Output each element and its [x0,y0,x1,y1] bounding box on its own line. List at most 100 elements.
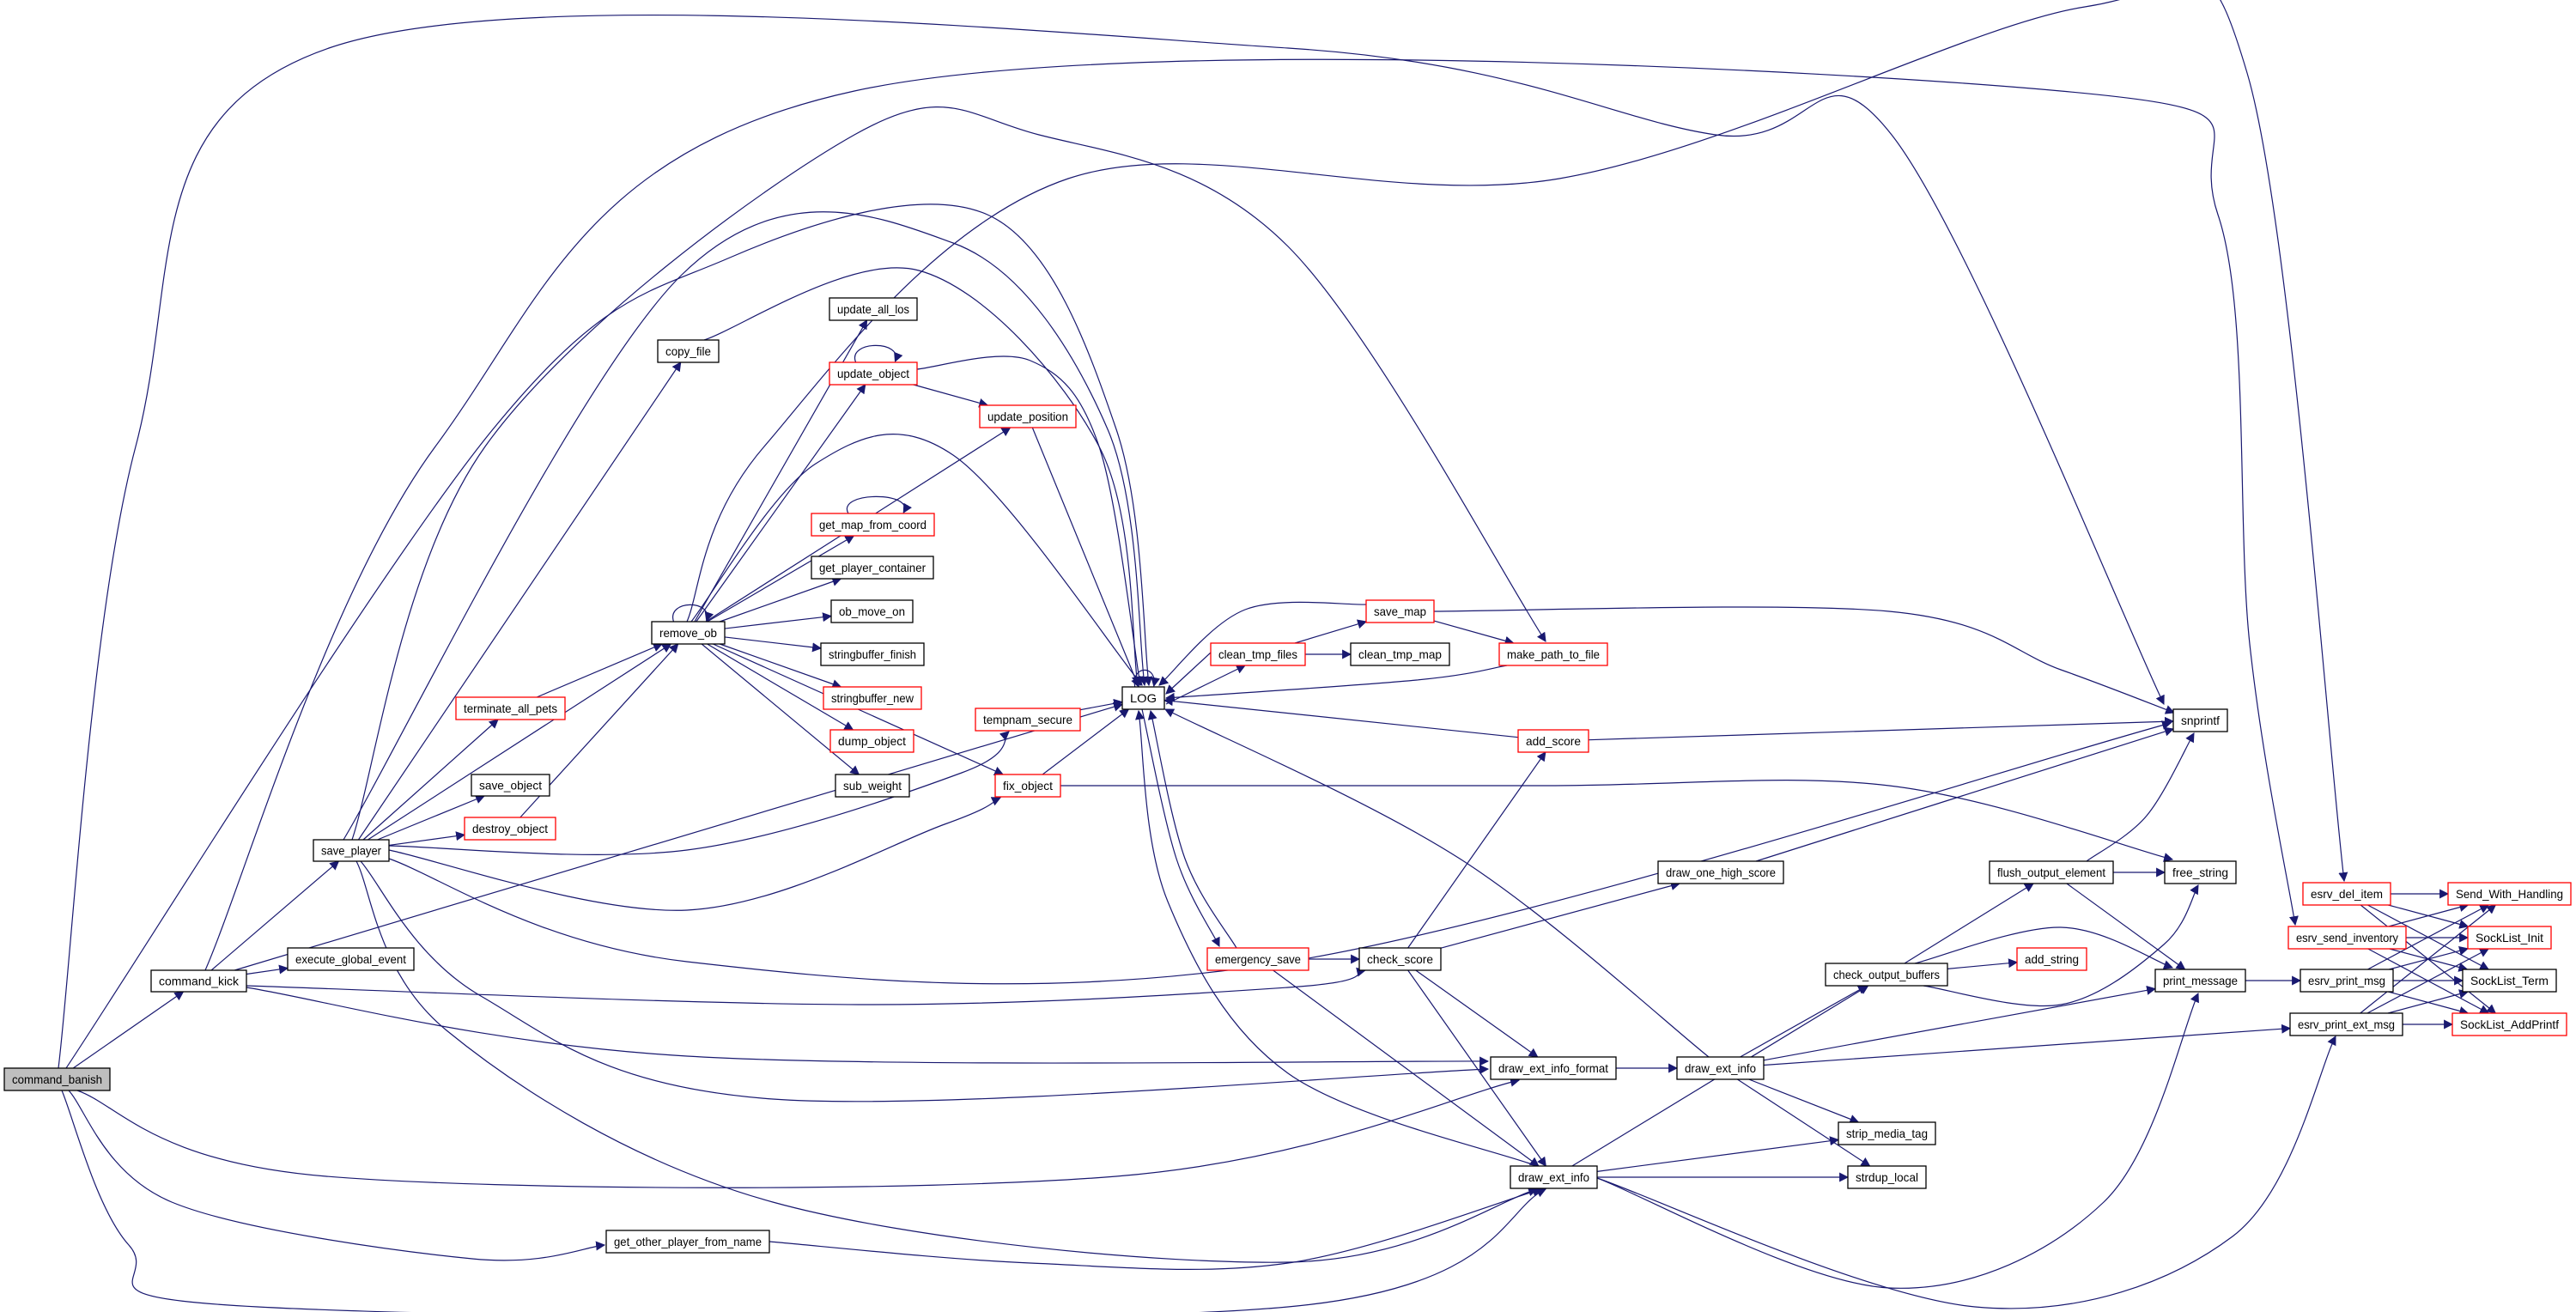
node-box [657,339,720,363]
node-send-with-handling[interactable]: Send_With_Handling [2447,882,2572,906]
node-update-object[interactable]: update_object [829,361,918,386]
node-save-map[interactable]: save_map [1365,599,1435,623]
node-box [2300,969,2394,993]
node-dump-object[interactable]: dump_object [829,729,914,753]
node-tempnam-secure[interactable]: tempnam_secure [975,708,1081,732]
node-stringbuffer-new[interactable]: stringbuffer_new [823,686,922,710]
node-ob-move-on[interactable]: ob_move_on [830,599,914,623]
node-remove-ob[interactable]: remove_ob [651,621,726,645]
node-box [1676,1056,1765,1080]
edge-remove_ob-to-ob_move_on [724,612,833,629]
node-box [1206,947,1309,971]
node-box [2154,969,2246,993]
node-sub-weight[interactable]: sub_weight [835,774,910,798]
node-emergency-save[interactable]: emergency_save [1206,947,1309,971]
node-strip-media-tag[interactable]: strip_media_tag [1838,1121,1936,1145]
node-update-position[interactable]: update_position [979,404,1077,428]
edge-fix_object-to-LOG [1042,708,1130,775]
node-label: SockList_AddPrintf [2460,1017,2559,1031]
node-esrv-send-inventory[interactable]: esrv_send_inventory [2287,926,2407,950]
node-copy-file[interactable]: copy_file [657,339,720,363]
node-draw-ext-info-2[interactable]: draw_ext_info [1676,1056,1765,1080]
node-stringbuffer-finish[interactable]: stringbuffer_finish [820,642,925,666]
node-label: esrv_print_msg [2308,974,2385,987]
node-print-message[interactable]: print_message [2154,969,2246,993]
node-label: clean_tmp_map [1358,647,1442,661]
node-flush-output-element[interactable]: flush_output_element [1989,860,2114,884]
node-socklist-term[interactable]: SockList_Term [2462,969,2557,993]
node-draw-one-high-score[interactable]: draw_one_high_score [1657,860,1784,884]
node-clean-tmp-map[interactable]: clean_tmp_map [1350,642,1450,666]
node-save-object[interactable]: save_object [471,774,550,797]
node-destroy-object[interactable]: destroy_object [464,817,556,841]
node-get-other-player-from-name[interactable]: get_other_player_from_name [605,1230,770,1254]
node-update-all-los[interactable]: update_all_los [829,297,918,321]
node-get-player-container[interactable]: get_player_container [811,556,934,580]
node-box [1490,1056,1617,1080]
edge-save_player-to-draw_ext_info_format [360,860,1490,1102]
node-execute-global-event[interactable]: execute_global_event [287,947,415,971]
edge-emergency_save-to-LOG [1147,709,1237,949]
edge-terminate_all_pets-to-remove_ob [536,642,663,698]
node-label: free_string [2172,866,2228,879]
edge-draw_ext_info_2-to-esrv_print_ext_msg [1763,1023,2292,1066]
edge-draw_ext_info_2-to-strip_media_tag [1748,1078,1860,1124]
node-strdup-local[interactable]: strdup_local [1847,1165,1927,1189]
edge-save_map-to-make_path_to_file [1433,620,1515,646]
node-label: tempnam_secure [983,713,1072,726]
node-label: get_player_container [819,561,926,574]
node-free-string[interactable]: free_string [2164,860,2237,884]
node-box [2172,708,2228,732]
edge-draw_ext_info-to-strip_media_tag [1596,1136,1840,1172]
node-label: add_score [1526,734,1581,748]
node-socklist-init[interactable]: SockList_Init [2467,926,2552,950]
node-esrv-print-ext-msg[interactable]: esrv_print_ext_msg [2289,1012,2403,1036]
node-terminate-all-pets[interactable]: terminate_all_pets [455,696,566,720]
edge-check_output_buffers-to-flush_output_element [1904,883,2034,964]
edge-draw_one_high_score-to-snprintf [1755,726,2175,862]
edge-remove_ob-to-get_player_container [719,577,842,623]
edge-check_score-to-draw_ext_info_format [1415,969,1539,1058]
node-box [1838,1121,1936,1145]
node-draw-ext-info-format[interactable]: draw_ext_info_format [1490,1056,1617,1080]
node-label: add_string [2025,952,2079,966]
node-label: sub_weight [843,779,902,793]
node-check-output-buffers[interactable]: check_output_buffers [1825,963,1948,987]
node-snprintf[interactable]: snprintf [2172,708,2228,732]
node-fix-object[interactable]: fix_object [994,774,1061,798]
node-box [464,817,556,841]
node-box [979,404,1077,428]
node-box [830,599,914,623]
node-make-path-to-file[interactable]: make_path_to_file [1498,642,1608,666]
node-esrv-del-item[interactable]: esrv_del_item [2302,882,2391,906]
node-label: get_map_from_coord [819,518,927,531]
edge-check_score-to-add_score [1407,751,1546,949]
node-box [1825,963,1948,987]
edge-check_output_buffers-to-add_string [1947,958,2019,969]
node-label: update_position [987,410,1068,423]
node-save-player[interactable]: save_player [313,839,390,862]
node-socklist-addprintf[interactable]: SockList_AddPrintf [2451,1012,2567,1036]
node-esrv-print-msg[interactable]: esrv_print_msg [2300,969,2394,993]
edge-command_kick-to-draw_ext_info_format [246,987,1490,1066]
node-box [471,774,550,797]
node-get-map-from-coord[interactable]: get_map_from_coord [811,513,935,537]
edge-add_score-to-snprintf [1588,716,2175,741]
node-box [835,774,910,798]
node-command-kick[interactable]: command_kick [150,969,247,993]
node-label: print_message [2163,974,2238,987]
edge-command_banish-to-draw_ext_info_format [76,1077,1521,1188]
node-log[interactable]: LOG [1121,686,1165,710]
edge-remove_ob-to-esrv_del_item [686,0,2348,883]
node-add-score[interactable]: add_score [1517,729,1589,753]
node-box [1365,599,1435,623]
node-draw-ext-info[interactable]: draw_ext_info [1510,1165,1598,1189]
node-check-score[interactable]: check_score [1358,947,1442,971]
edge-remove_ob-to-remove_ob [672,604,714,623]
node-label: save_player [321,844,381,858]
node-clean-tmp-files[interactable]: clean_tmp_files [1210,642,1306,666]
edge-LOG-to-LOG [1133,669,1161,688]
node-label: esrv_print_ext_msg [2298,1017,2395,1031]
edge-command_kick-to-save_player [210,860,340,971]
node-add-string[interactable]: add_string [2016,947,2087,971]
